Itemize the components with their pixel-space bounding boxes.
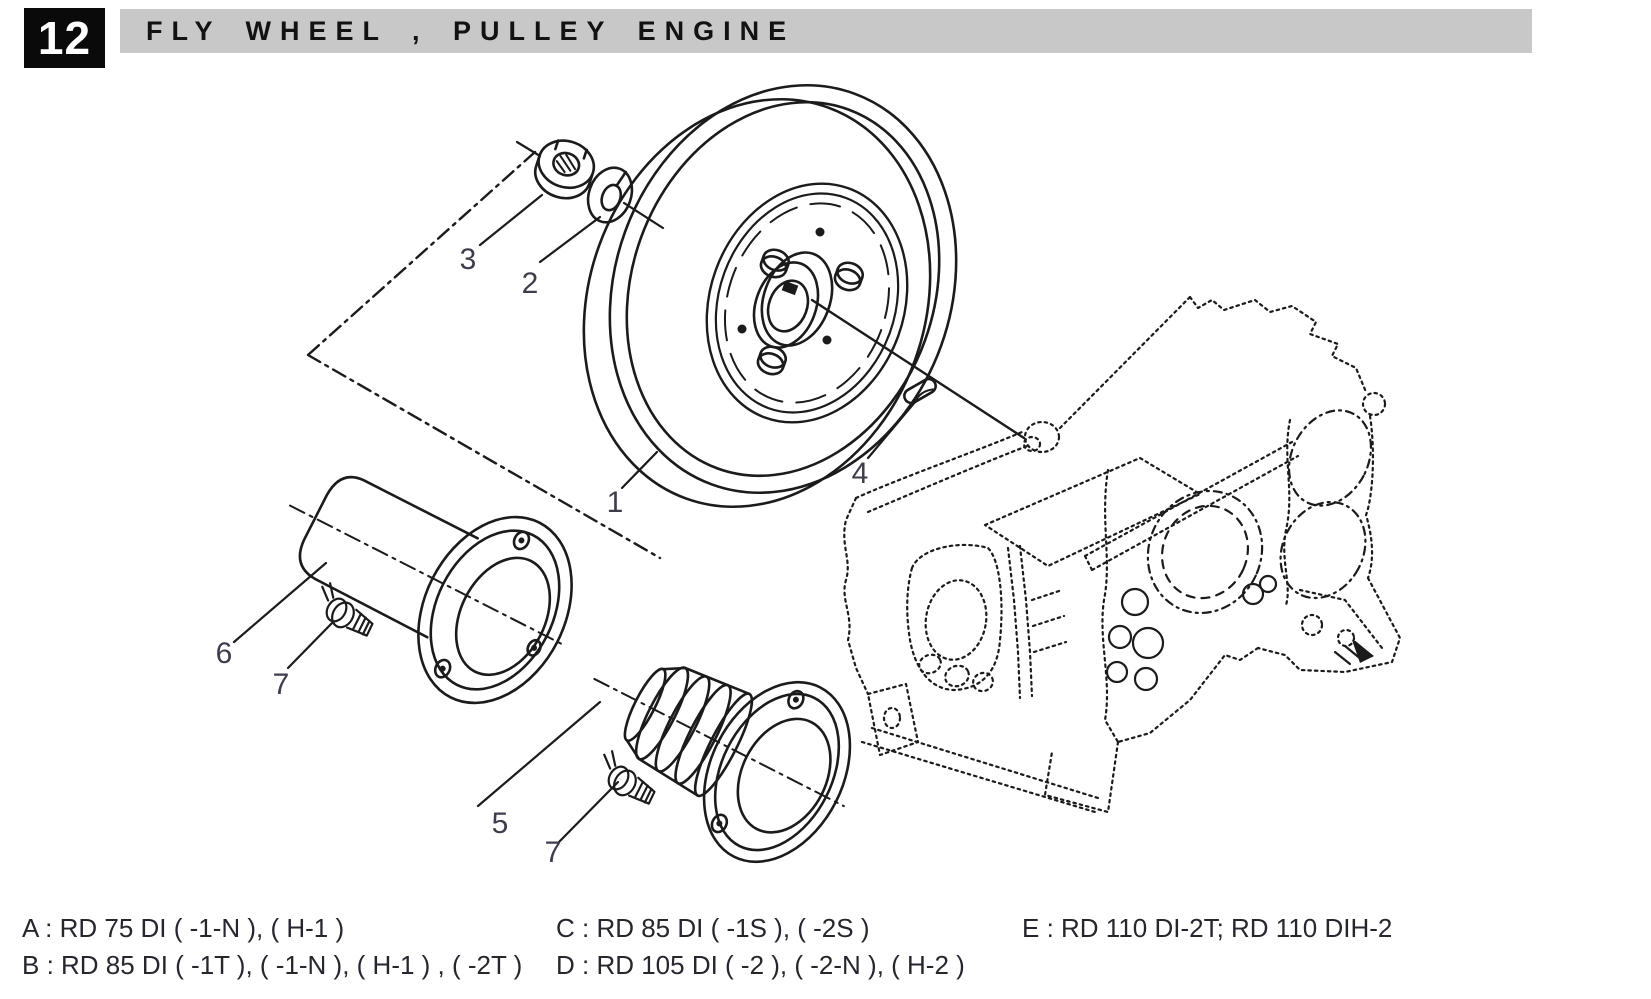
callout-pulley: 5: [491, 807, 509, 840]
callout-bolt-pulley: 7: [544, 836, 562, 869]
callout-bolt-housing: 7: [272, 668, 290, 701]
callout-housing: 6: [215, 637, 233, 670]
callout-washer: 2: [521, 267, 539, 300]
model-code-b: B : RD 85 DI ( -1T ), ( -1-N ), ( H-1 ) …: [22, 950, 523, 980]
model-codes-column-2: C : RD 85 DI ( -1S ), ( -2S ) D : RD 105…: [556, 910, 965, 984]
model-code-d: D : RD 105 DI ( -2 ), ( -2-N ), ( H-2 ): [556, 950, 965, 980]
model-code-e: E : RD 110 DI-2T; RD 110 DIH-2: [1022, 913, 1393, 943]
pulley-bolt-part: [603, 750, 656, 805]
callout-key: 4: [851, 457, 869, 490]
model-codes-column-3: E : RD 110 DI-2T; RD 110 DIH-2: [1022, 910, 1392, 947]
pulley-part: [593, 666, 852, 864]
washer-axis-line: [622, 201, 665, 230]
section-number: 12: [37, 12, 92, 64]
model-code-c: C : RD 85 DI ( -1S ), ( -2S ): [556, 913, 870, 943]
model-codes-column-1: A : RD 75 DI ( -1-N ), ( H-1 ) B : RD 85…: [22, 910, 522, 984]
nut-part: [534, 139, 596, 200]
hub-to-crank-line: [810, 298, 1026, 440]
housing-part: [289, 475, 573, 705]
leader-lines: [232, 193, 917, 845]
page-title: FLY WHEEL , PULLEY ENGINE: [146, 15, 796, 46]
key-part: [903, 377, 937, 405]
model-code-a: A : RD 75 DI ( -1-N ), ( H-1 ): [22, 913, 345, 943]
housing-bolt-part: [321, 582, 374, 637]
engine-block: [843, 295, 1402, 814]
assembly-centerlines: [306, 150, 662, 560]
nut-axis-stub: [515, 140, 542, 158]
title-bar: FLY WHEEL , PULLEY ENGINE: [120, 9, 1532, 53]
callout-nut: 3: [459, 243, 477, 276]
section-number-box: 12: [24, 8, 105, 68]
callout-flywheel: 1: [606, 486, 624, 519]
flywheel-part: [582, 83, 958, 509]
